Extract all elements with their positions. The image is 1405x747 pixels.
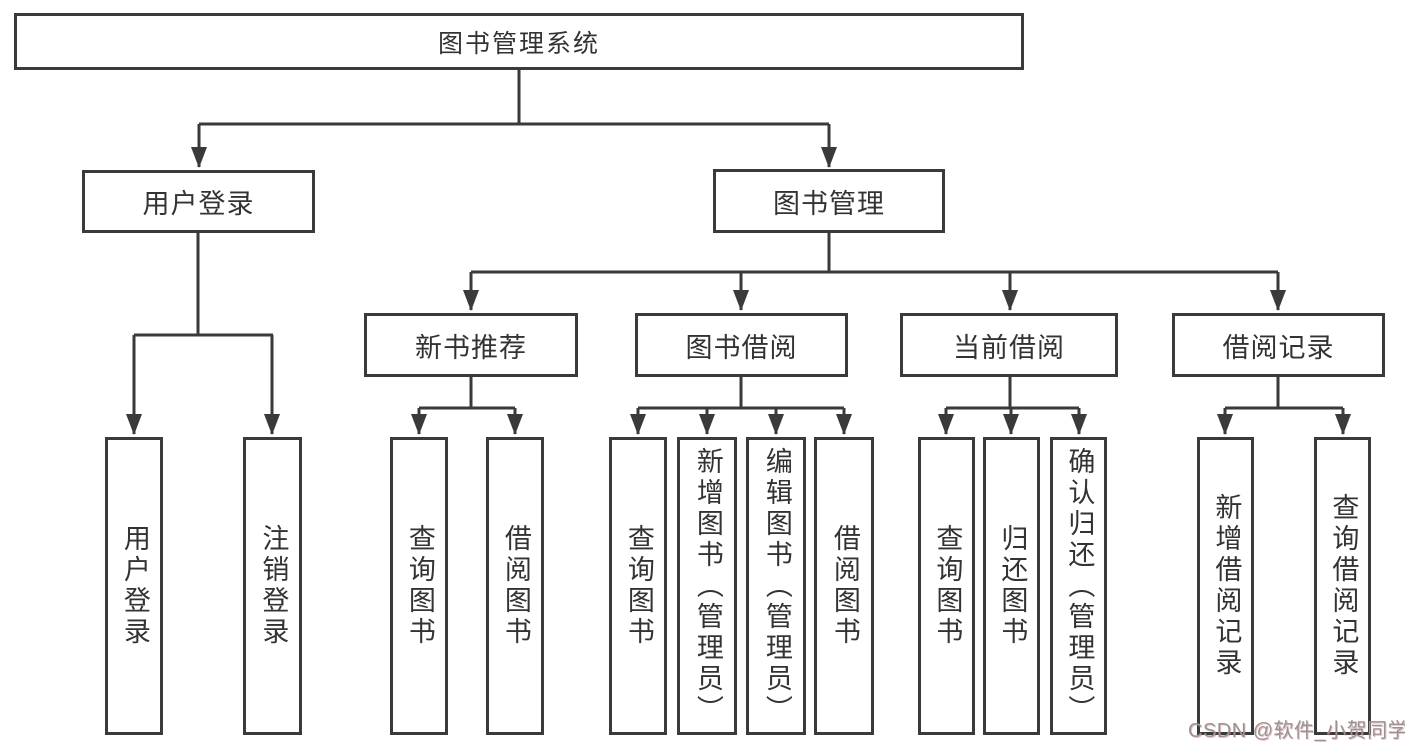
node-book-management: 图书管理 (713, 169, 945, 233)
connector-trunks (134, 70, 1343, 410)
node-label: 注销登录 (258, 524, 289, 648)
node-label: 新书推荐 (415, 332, 527, 363)
node-label: 用户登录 (119, 524, 150, 648)
leaf-bb-edit-book-admin: 编辑图书（管理员） (746, 437, 806, 735)
node-label: 编辑图书（管理员） (761, 446, 792, 726)
leaf-cb-confirm-return-admin: 确认归还（管理员） (1050, 437, 1107, 735)
node-label: 查询图书 (932, 524, 963, 648)
watermark: CSDN @软件_小贺同学 (1188, 720, 1405, 742)
node-label: 查询借阅记录 (1328, 493, 1359, 679)
leaf-nbr-borrow-book: 借阅图书 (486, 437, 544, 735)
node-label: 新增图书（管理员） (692, 446, 723, 726)
node-label: 借阅图书 (829, 524, 860, 648)
node-label: 查询图书 (623, 524, 654, 648)
node-label: 归还图书 (997, 524, 1028, 648)
node-label: 借阅图书 (500, 524, 531, 648)
node-current-borrow: 当前借阅 (900, 313, 1118, 377)
node-label: 图书管理 (773, 188, 885, 219)
node-label: 图书管理系统 (437, 29, 600, 58)
leaf-cb-return-book: 归还图书 (983, 437, 1040, 735)
node-user-login: 用户登录 (82, 170, 315, 233)
node-label: 图书借阅 (685, 332, 798, 363)
node-label: 新增借阅记录 (1211, 493, 1242, 679)
leaf-bb-add-book-admin: 新增图书（管理员） (677, 437, 737, 735)
node-label: 确认归还（管理员） (1064, 446, 1095, 726)
node-label: 查询图书 (404, 524, 435, 648)
leaf-bb-borrow-book: 借阅图书 (814, 437, 874, 735)
leaf-nbr-query-book: 查询图书 (390, 437, 448, 735)
leaf-logout: 注销登录 (243, 437, 302, 735)
node-borrow-records: 借阅记录 (1172, 313, 1385, 377)
leaf-user-login: 用户登录 (105, 437, 163, 735)
leaf-br-query-record: 查询借阅记录 (1314, 437, 1371, 735)
node-label: 借阅记录 (1222, 332, 1335, 363)
node-root: 图书管理系统 (14, 13, 1024, 70)
node-book-borrow: 图书借阅 (635, 313, 848, 377)
node-label: 当前借阅 (953, 332, 1065, 363)
node-label: 用户登录 (142, 189, 255, 219)
leaf-br-add-record: 新增借阅记录 (1197, 437, 1254, 735)
leaf-cb-query-book: 查询图书 (918, 437, 975, 735)
node-new-book-recommend: 新书推荐 (364, 313, 578, 377)
leaf-bb-query-book: 查询图书 (609, 437, 667, 735)
